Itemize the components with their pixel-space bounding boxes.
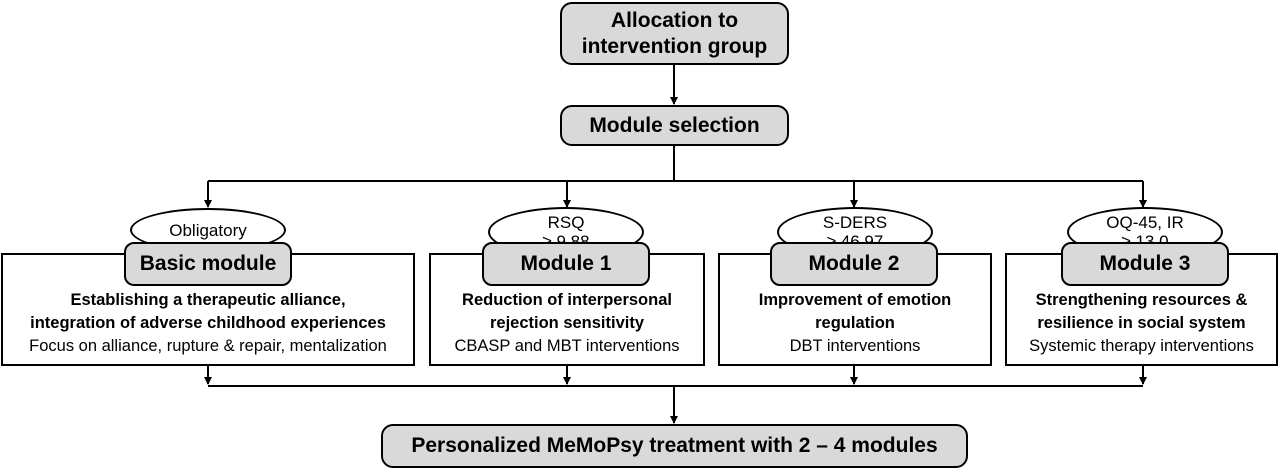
module3-criterion-line-1: OQ-45, IR xyxy=(1106,213,1184,232)
module2-title-box: Module 2 xyxy=(770,242,938,286)
result-label: Personalized MeMoPsy treatment with 2 – … xyxy=(411,434,938,457)
basic-focus-line-1: Establishing a therapeutic alliance, xyxy=(70,291,346,309)
module3-title-box: Module 3 xyxy=(1061,242,1229,286)
allocation-line-1: Allocation to xyxy=(610,8,739,32)
module2-focus-line-2: regulation xyxy=(815,314,895,332)
module1-criterion-line-1: RSQ xyxy=(547,213,585,232)
module1-description: Reduction of interpersonal rejection sen… xyxy=(429,289,705,358)
module2-focus-line-1: Improvement of emotion xyxy=(758,291,952,309)
module3-interventions: Systemic therapy interventions xyxy=(1029,337,1254,355)
module2-description: Improvement of emotion regulation DBT in… xyxy=(718,289,992,358)
module2-interventions: DBT interventions xyxy=(789,337,921,355)
module2-title: Module 2 xyxy=(808,252,900,275)
allocation-box: Allocation to intervention group xyxy=(560,2,789,65)
result-box: Personalized MeMoPsy treatment with 2 – … xyxy=(381,424,968,468)
module2-criterion-line-1: S-DERS xyxy=(822,213,888,232)
basic-module-title-box: Basic module xyxy=(124,242,292,286)
module3-focus-line-2: resilience in social system xyxy=(1037,314,1246,332)
basic-module-description: Establishing a therapeutic alliance, int… xyxy=(1,289,415,358)
basic-interventions: Focus on alliance, rupture & repair, men… xyxy=(29,337,387,355)
module1-interventions: CBASP and MBT interventions xyxy=(454,337,680,355)
allocation-line-2: intervention group xyxy=(581,34,768,58)
module1-title: Module 1 xyxy=(520,252,612,275)
module-selection-box: Module selection xyxy=(560,105,789,146)
module-selection-label: Module selection xyxy=(589,113,760,137)
basic-criterion-line-1: Obligatory xyxy=(169,220,247,240)
module3-title: Module 3 xyxy=(1099,252,1191,275)
module1-title-box: Module 1 xyxy=(482,242,650,286)
module3-description: Strengthening resources & resilience in … xyxy=(1005,289,1278,358)
basic-module-title: Basic module xyxy=(139,252,277,275)
module1-focus-line-1: Reduction of interpersonal xyxy=(462,291,672,309)
basic-focus-line-2: integration of adverse childhood experie… xyxy=(30,314,386,332)
module1-focus-line-2: rejection sensitivity xyxy=(489,314,645,332)
module3-focus-line-1: Strengthening resources & xyxy=(1035,291,1248,309)
